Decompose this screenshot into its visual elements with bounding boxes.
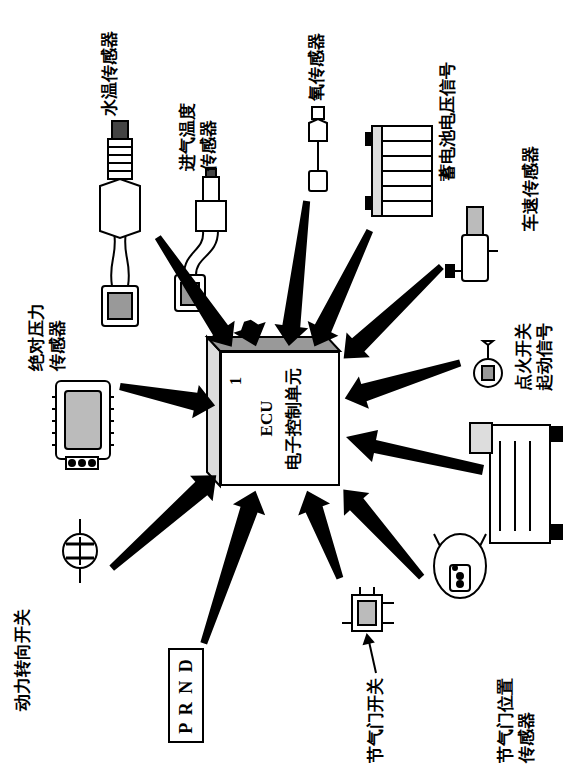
signal-arrow [109, 475, 216, 571]
sensor-label: 点火开关 起动信号 [513, 316, 555, 391]
gear-label: P R N D [176, 657, 197, 734]
sensor-label: 氧传感器 [306, 33, 327, 101]
sensor-label: 动力转向开关 [12, 609, 33, 711]
sensor-label: 水温传感器 [99, 31, 120, 116]
sensor-node: 进气温度 传感器 [165, 86, 250, 316]
sensor-node: 节气门开关 [338, 583, 413, 763]
signal-arrow [119, 383, 215, 418]
signal-arrow [298, 491, 343, 580]
switch-symbol [63, 519, 97, 583]
callout-number: 1 [224, 369, 248, 393]
sensor-node: 车速传感器 [445, 136, 545, 296]
sensor-node: 点火开关 起动信号 [465, 291, 565, 401]
ecu-label: 电子控制单元 [283, 368, 304, 470]
coolant-sensor-drawing [100, 121, 140, 326]
ecu-box: ECU 电子控制单元 [220, 351, 340, 486]
sensor-label: 节气门位置 传感器 [495, 673, 537, 763]
oxygen-sensor-drawing [309, 107, 327, 191]
ecu-label: ECU [256, 401, 277, 437]
battery-drawing [366, 126, 432, 216]
sensor-node: 绝对压力 传感器 [20, 281, 115, 471]
ecu-top-face [207, 337, 220, 486]
sensor-node: 节气门位置 传感器 [425, 533, 545, 763]
signal-arrow [343, 489, 424, 579]
sensor-node: 氧传感器 [298, 21, 338, 196]
sensor-node: 蓄电池电压信号 [365, 46, 465, 226]
speed-sensor-drawing [446, 207, 498, 281]
input-arrow [346, 430, 484, 475]
sensor-node: 水温传感器 [85, 31, 155, 331]
signal-arrow [155, 235, 235, 347]
signal-arrow [345, 360, 461, 409]
pressure-sensor-drawing [52, 381, 114, 469]
signal-arrow [233, 320, 265, 347]
sensor-label: 蓄电池电压信号 [437, 62, 458, 181]
ignition-key-drawing [474, 341, 502, 387]
signal-arrow [200, 491, 265, 645]
signal-arrow [274, 201, 310, 347]
tps-drawing [434, 534, 486, 598]
sensor-label: 绝对压力 传感器 [26, 296, 68, 371]
sensor-label: 节气门开关 [365, 678, 386, 763]
signal-arrow [344, 264, 444, 359]
sensor-label: 车速传感器 [520, 146, 541, 231]
gear-selector-box: P R N D [168, 648, 204, 743]
sensor-node: 动力转向开关 [8, 521, 108, 711]
idle-control-drawing [470, 423, 562, 543]
throttle-switch-drawing [342, 587, 394, 673]
sensor-label: 进气温度 传感器 [177, 96, 219, 171]
